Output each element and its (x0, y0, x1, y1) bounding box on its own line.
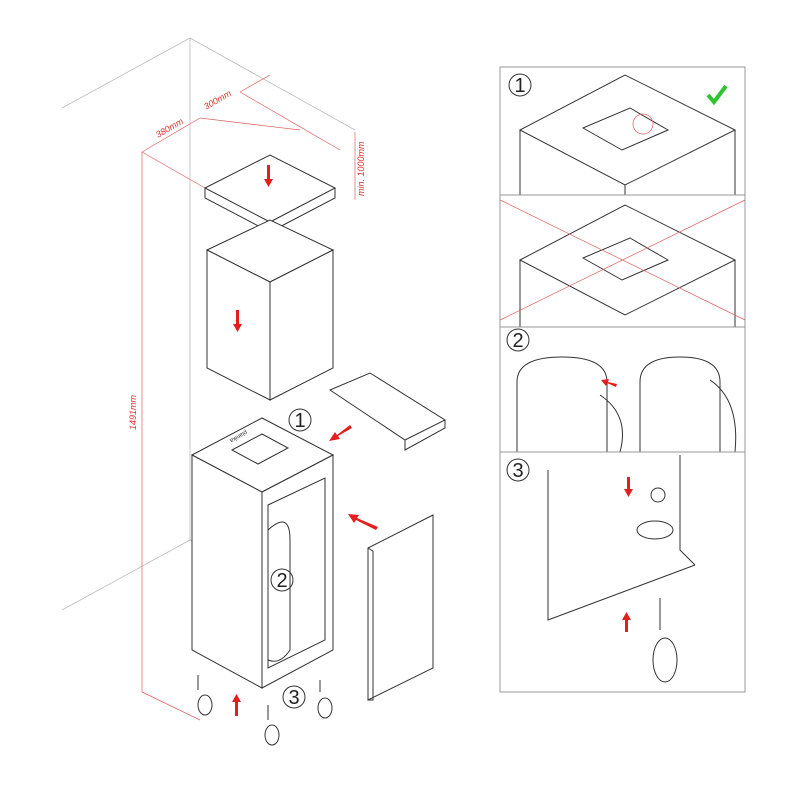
gas-cylinder (267, 521, 291, 662)
left-arrow-icon (601, 379, 617, 387)
shelf-panel (328, 372, 447, 451)
step-2-label: 2 (276, 570, 287, 592)
width-dimension: 300mm (202, 88, 233, 112)
check-icon (706, 84, 728, 106)
detail-panel-1-correct: 1 (499, 66, 746, 196)
down-arrow-icon (264, 165, 273, 187)
caster-icon (197, 675, 213, 716)
clearance-dimension: min. 1000mm (356, 141, 366, 196)
up-arrow-icon (232, 694, 241, 716)
casters (197, 675, 333, 746)
detail-step-3-label: 3 (512, 460, 523, 482)
door-panel (367, 514, 434, 701)
detail-step-1-label: 1 (514, 75, 525, 97)
step-1-label: 1 (294, 410, 305, 432)
detail-panel-3-caster: 3 (499, 451, 746, 693)
left-arrow-icon (348, 514, 378, 530)
base-cabinet: planika (190, 417, 335, 689)
height-dimension: 1491mm (128, 394, 138, 430)
step-numbers: 1 2 3 (270, 408, 312, 709)
upper-housing (205, 219, 335, 401)
assembly-arrows (232, 165, 378, 716)
detail-panel-1-alternate (499, 194, 746, 328)
detail-panel-2-gas-connection: 2 (499, 326, 746, 453)
detail-step-2-label: 2 (512, 330, 523, 352)
up-arrow-icon (622, 612, 631, 632)
left-arrow-icon (329, 425, 352, 441)
down-arrow-icon (624, 477, 633, 497)
caster-icon (264, 705, 280, 746)
caster-icon (317, 680, 333, 719)
step-3-label: 3 (288, 687, 299, 709)
down-arrow-icon (233, 310, 242, 332)
